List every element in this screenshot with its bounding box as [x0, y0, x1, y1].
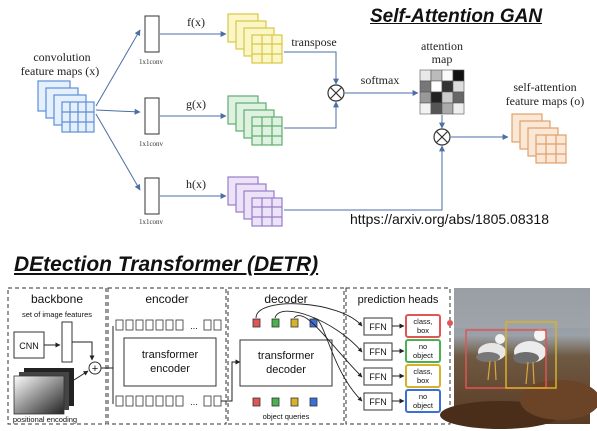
prediction-output-2: no object — [405, 339, 441, 363]
prediction-output-3: class, box — [405, 364, 441, 388]
cnn-box — [13, 331, 45, 359]
output-feature-maps — [511, 113, 567, 164]
input-feature-maps — [37, 80, 95, 133]
ffn-head-3: FFN — [363, 367, 393, 386]
g-feature-maps — [227, 95, 283, 146]
detection-photo — [440, 288, 597, 429]
detr-diagram: backbone set of image features encoder d… — [7, 287, 597, 429]
prediction-heads-section — [345, 287, 451, 425]
conv-f-label: 1x1conv — [139, 58, 164, 66]
encoder-output-tokens — [115, 395, 222, 407]
encoder-section — [107, 287, 227, 425]
transformer-encoder-box — [123, 337, 217, 387]
encoder-box-line2: encoder — [150, 363, 190, 375]
positional-encoding-label: positional encoding — [13, 415, 77, 424]
encoder-label: encoder — [145, 292, 188, 306]
svg-text:object: object — [413, 351, 434, 360]
svg-text:FFN: FFN — [369, 372, 387, 382]
svg-text:FFN: FFN — [369, 397, 387, 407]
svg-text:FFN: FFN — [369, 347, 387, 357]
encoder-input-tokens — [115, 319, 222, 331]
svg-text:+: + — [92, 363, 98, 375]
ffn-head-4: FFN — [363, 392, 393, 411]
transpose-label: transpose — [291, 35, 336, 49]
attention-label-line2: map — [432, 52, 453, 66]
f-label: f(x) — [187, 15, 205, 29]
sagan-title: Self-Attention GAN — [370, 6, 543, 27]
backbone-section — [7, 287, 107, 425]
object-queries-label: object queries — [263, 412, 310, 421]
h-feature-maps — [227, 176, 283, 227]
cnn-label: CNN — [19, 341, 39, 351]
image-features-block — [61, 321, 73, 363]
svg-text:class,: class, — [413, 367, 432, 376]
matmul-node-2 — [433, 128, 451, 146]
f-feature-maps — [227, 13, 283, 64]
add-node: + — [88, 361, 102, 375]
matmul-node-1 — [327, 84, 345, 102]
softmax-label: softmax — [361, 73, 400, 87]
encoder-box-line1: transformer — [142, 349, 199, 361]
features-label: set of image features — [22, 310, 92, 319]
input-label-line1: convolution — [33, 50, 90, 64]
output-label-line1: self-attention — [513, 80, 576, 94]
input-label-line2: feature maps (x) — [21, 64, 100, 78]
output-label-line2: feature maps (o) — [506, 94, 585, 108]
h-label: h(x) — [186, 177, 206, 191]
svg-text:box: box — [417, 376, 429, 385]
positional-encoding — [13, 368, 74, 415]
ffn-head-2: FFN — [363, 342, 393, 361]
conv-f — [144, 15, 160, 53]
svg-text:object: object — [413, 401, 434, 410]
paper-url: https://arxiv.org/abs/1805.08318 — [350, 211, 549, 227]
backbone-label: backbone — [31, 292, 83, 306]
decoder-box-line1: transformer — [258, 350, 315, 362]
connector-dot — [447, 320, 453, 326]
decoder-query-inputs — [252, 318, 318, 328]
svg-text:FFN: FFN — [369, 322, 387, 332]
sagan-diagram: convolution feature maps (x) 1x1conv 1x1… — [21, 13, 585, 227]
prediction-heads-label: prediction heads — [358, 294, 439, 306]
object-queries — [252, 397, 318, 407]
svg-text:class,: class, — [413, 317, 432, 326]
ffn-head-1: FFN — [363, 317, 393, 336]
svg-text:box: box — [417, 326, 429, 335]
transformer-decoder-box — [239, 339, 333, 387]
prediction-output-4: no object — [405, 389, 441, 413]
detr-title: DEtection Transformer (DETR) — [14, 253, 319, 276]
svg-text:no: no — [419, 342, 427, 351]
conv-g — [144, 97, 160, 135]
prediction-output-1: class, box — [405, 314, 441, 338]
conv-g-label: 1x1conv — [139, 140, 164, 148]
g-label: g(x) — [186, 97, 206, 111]
decoder-label: decoder — [264, 292, 307, 306]
svg-text:no: no — [419, 392, 427, 401]
decoder-section — [227, 287, 345, 425]
attention-label-line1: attention — [421, 39, 463, 53]
conv-h — [144, 177, 160, 215]
encoder-bottom-ellipsis: ... — [190, 397, 198, 407]
encoder-top-ellipsis: ... — [190, 321, 198, 331]
decoder-box-line2: decoder — [266, 364, 306, 376]
attention-map — [419, 69, 465, 115]
conv-h-label: 1x1conv — [139, 218, 164, 226]
